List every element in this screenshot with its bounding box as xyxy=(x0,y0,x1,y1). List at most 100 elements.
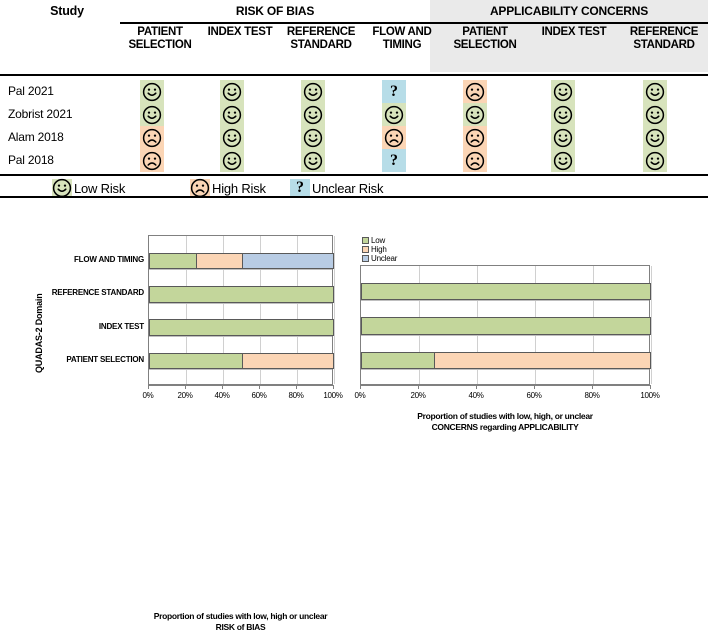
row-separator xyxy=(361,368,649,370)
smiley-low-risk-icon xyxy=(382,103,406,127)
smiley-low-risk-icon xyxy=(220,126,244,150)
bar-index-test xyxy=(149,319,334,336)
gridline xyxy=(297,236,298,384)
smiley-low-risk-icon xyxy=(551,126,575,150)
x-axis-tick-label: 20% xyxy=(177,391,193,400)
bar-segment-low xyxy=(362,352,434,368)
frown-high-risk-icon xyxy=(382,126,406,150)
chart-legend-label: Unclear xyxy=(371,254,398,263)
smiley-low-risk-icon xyxy=(643,126,667,150)
column-header-5: INDEX TEST xyxy=(528,26,620,39)
smiley-low-risk-icon xyxy=(551,80,575,104)
rating-cell-unclear xyxy=(382,149,406,172)
x-axis-tick-label: 100% xyxy=(323,391,343,400)
smiley-low-risk-icon xyxy=(52,178,72,198)
smiley-low-risk-icon xyxy=(301,80,325,104)
row-separator xyxy=(149,369,332,371)
smiley-low-risk-icon xyxy=(643,103,667,127)
bar-patient-selection xyxy=(361,351,651,369)
x-axis-tick-mark xyxy=(476,385,477,389)
bar-segment-low xyxy=(150,320,333,335)
chart-legend-swatch-low xyxy=(362,237,369,244)
chart-legend-label: High xyxy=(371,245,387,254)
y-axis-category-label: INDEX TEST xyxy=(98,321,144,331)
column-header-line1: INDEX TEST xyxy=(541,26,607,38)
x-axis-tick-label: 60% xyxy=(526,391,542,400)
frown-high-risk-icon xyxy=(463,80,487,104)
table-row-study-label: Pal 2018 xyxy=(8,153,54,167)
x-axis-line xyxy=(148,385,333,386)
chart-right-plot-area xyxy=(360,265,652,385)
table-row-study-label: Alam 2018 xyxy=(8,130,64,144)
chart-right-x-caption-line1: Proportion of studies with low, high, or… xyxy=(417,411,593,421)
smiley-low-risk-icon xyxy=(220,149,244,173)
bar-segment-high xyxy=(195,253,242,269)
x-axis-tick-mark xyxy=(148,385,149,389)
x-axis-line xyxy=(360,385,650,386)
row-separator xyxy=(361,300,649,302)
gridline xyxy=(334,236,335,384)
gridline xyxy=(260,236,261,384)
frown-high-risk-icon xyxy=(140,126,164,150)
table-rule-top xyxy=(0,74,708,76)
quadas2-summary-table: Study RISK OF BIAS APPLICABILITY CONCERN… xyxy=(0,0,708,200)
bar-flow-and-timing xyxy=(149,252,334,270)
table-rule-bottom xyxy=(0,174,708,176)
bar-segment-unclear xyxy=(241,253,333,269)
x-axis-tick-mark xyxy=(360,385,361,389)
y-axis-category-label: PATIENT SELECTION xyxy=(66,355,144,364)
smiley-low-risk-icon xyxy=(551,103,575,127)
table-row-study-label: Zobrist 2021 xyxy=(8,107,73,121)
frown-high-risk-icon xyxy=(463,149,487,173)
bar-segment-high xyxy=(241,353,333,369)
x-axis-tick-mark xyxy=(650,385,651,389)
smiley-low-risk-icon xyxy=(301,126,325,150)
chart-legend-item-low: Low xyxy=(362,236,397,245)
chart-legend-item-high: High xyxy=(362,245,397,254)
bar-segment-low xyxy=(150,287,333,302)
bar-reference-standard xyxy=(149,286,334,303)
column-header-line2: SELECTION xyxy=(128,39,192,51)
rating-cell-unclear xyxy=(382,80,406,103)
group-rule-applicability-concerns xyxy=(430,22,708,24)
legend-item-label: Unclear Risk xyxy=(312,180,384,196)
row-separator xyxy=(149,302,332,304)
x-axis-tick-label: 40% xyxy=(214,391,230,400)
column-header-line1: REFERENCE xyxy=(629,26,699,38)
column-header-line2: TIMING xyxy=(382,39,422,51)
x-axis-tick-mark xyxy=(592,385,593,389)
column-header-line2: SELECTION xyxy=(453,39,517,51)
table-header-study: Study xyxy=(50,4,84,18)
smiley-low-risk-icon xyxy=(140,103,164,127)
group-header-risk-of-bias: RISK OF BIAS xyxy=(235,4,315,18)
question-unclear-risk-icon: ? xyxy=(290,178,310,198)
bar-segment-low xyxy=(362,284,650,300)
x-axis-tick-mark xyxy=(259,385,260,389)
x-axis-tick-mark xyxy=(418,385,419,389)
gridline xyxy=(651,266,652,384)
x-axis-tick-mark xyxy=(534,385,535,389)
group-header-applicability-concerns: APPLICABILITY CONCERNS xyxy=(489,4,649,18)
chart-legend-item-unclear: Unclear xyxy=(362,254,397,263)
chart-right-x-caption-line2: CONCERNS regarding APPLICABILITY xyxy=(431,422,579,432)
column-header-line1: FLOW AND xyxy=(372,26,432,38)
chart-right-x-axis-caption: Proportion of studies with low, high, or… xyxy=(374,411,636,433)
x-axis-tick-mark xyxy=(296,385,297,389)
y-axis-category-label: FLOW AND TIMING xyxy=(73,255,144,264)
legend-item-low: Low Risk xyxy=(52,178,125,198)
chart-legend-swatch-unclear xyxy=(362,255,369,262)
smiley-low-risk-icon xyxy=(220,80,244,104)
y-axis-category-label: REFERENCE STANDARD xyxy=(51,288,144,298)
bar-index-test xyxy=(361,317,651,335)
column-header-line2: STANDARD xyxy=(633,39,695,51)
x-axis-tick-label: 0% xyxy=(142,391,154,400)
smiley-low-risk-icon xyxy=(301,103,325,127)
